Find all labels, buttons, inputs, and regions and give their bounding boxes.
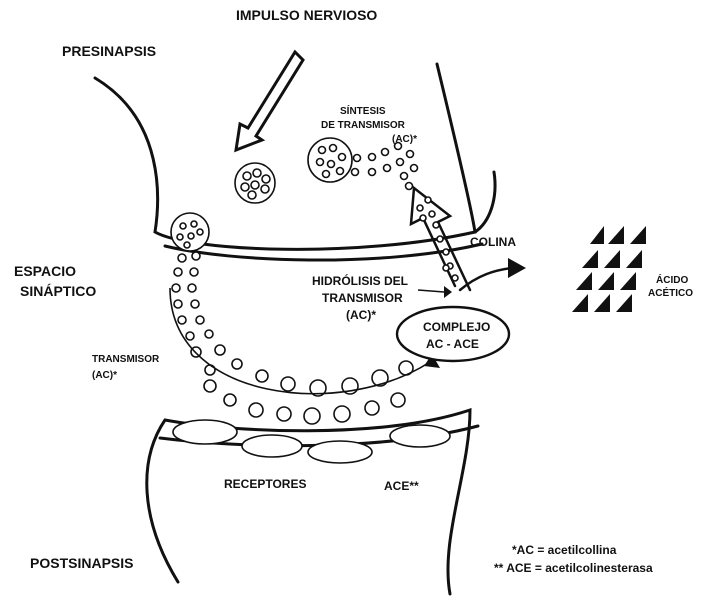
label-hidrolisis-3: (AC)* (346, 308, 376, 322)
label-postsinapsis: POSTSINAPSIS (30, 555, 133, 571)
postsynaptic-membrane-outer (145, 407, 472, 596)
receptor (241, 434, 303, 458)
acetate-release-arrow (458, 266, 514, 292)
transmitter-diffusion-arrow-icon (424, 354, 440, 368)
acetate-release-arrow-icon (508, 258, 526, 278)
receptor (389, 424, 451, 448)
label-ace: ACE** (384, 479, 419, 493)
label-sintesis-2: DE TRANSMISOR (321, 120, 406, 131)
label-receptores: RECEPTORES (224, 477, 306, 491)
transmitter-diffusion-arrow (169, 287, 431, 395)
footnote-ac: *AC = acetilcollina (512, 543, 617, 557)
nerve-impulse-arrow-icon (234, 49, 305, 153)
ac-ace-complex (395, 305, 511, 363)
label-hidrolisis-2: TRANSMISOR (322, 291, 403, 305)
label-espacio-2: SINÁPTICO (20, 283, 96, 299)
docking-vesicle (170, 212, 210, 252)
footnote-ace: ** ACE = acetilcolinesterasa (494, 561, 653, 575)
label-presinapsis: PRESINAPSIS (62, 43, 156, 59)
label-complejo-2: AC - ACE (426, 337, 479, 351)
receptor (307, 440, 373, 464)
label-transmisor-1: TRANSMISOR (92, 354, 160, 365)
label-sintesis-3: (AC)* (392, 134, 417, 145)
synthesis-vesicles (307, 137, 353, 183)
acetic-acid-triangles (572, 226, 646, 312)
presynaptic-membrane-right (473, 170, 497, 234)
presynaptic-membrane-outer (93, 62, 477, 251)
label-acido-1: ÁCIDO (656, 273, 688, 286)
hydrolysis-pointer-arrow-icon (444, 286, 452, 298)
choline-recycling-dots (350, 141, 419, 191)
label-espacio-1: ESPACIO (14, 263, 76, 279)
label-impulso: IMPULSO NERVIOSO (236, 7, 377, 23)
label-sintesis-1: SÍNTESIS (340, 104, 386, 117)
label-complejo-1: COMPLEJO (423, 320, 490, 334)
docking-vesicle-content (176, 220, 204, 249)
label-acido-2: ACÉTICO (648, 286, 693, 299)
hydrolysis-pointer-arrow (417, 289, 445, 293)
label-transmisor-2: (AC)* (92, 370, 117, 381)
vesicle-cluster-left (234, 162, 276, 204)
label-colina: COLINA (470, 235, 516, 249)
label-hidrolisis-1: HIDRÓLISIS DEL (312, 273, 408, 288)
receptor (172, 419, 238, 445)
choline-uptake-dots (416, 196, 459, 282)
